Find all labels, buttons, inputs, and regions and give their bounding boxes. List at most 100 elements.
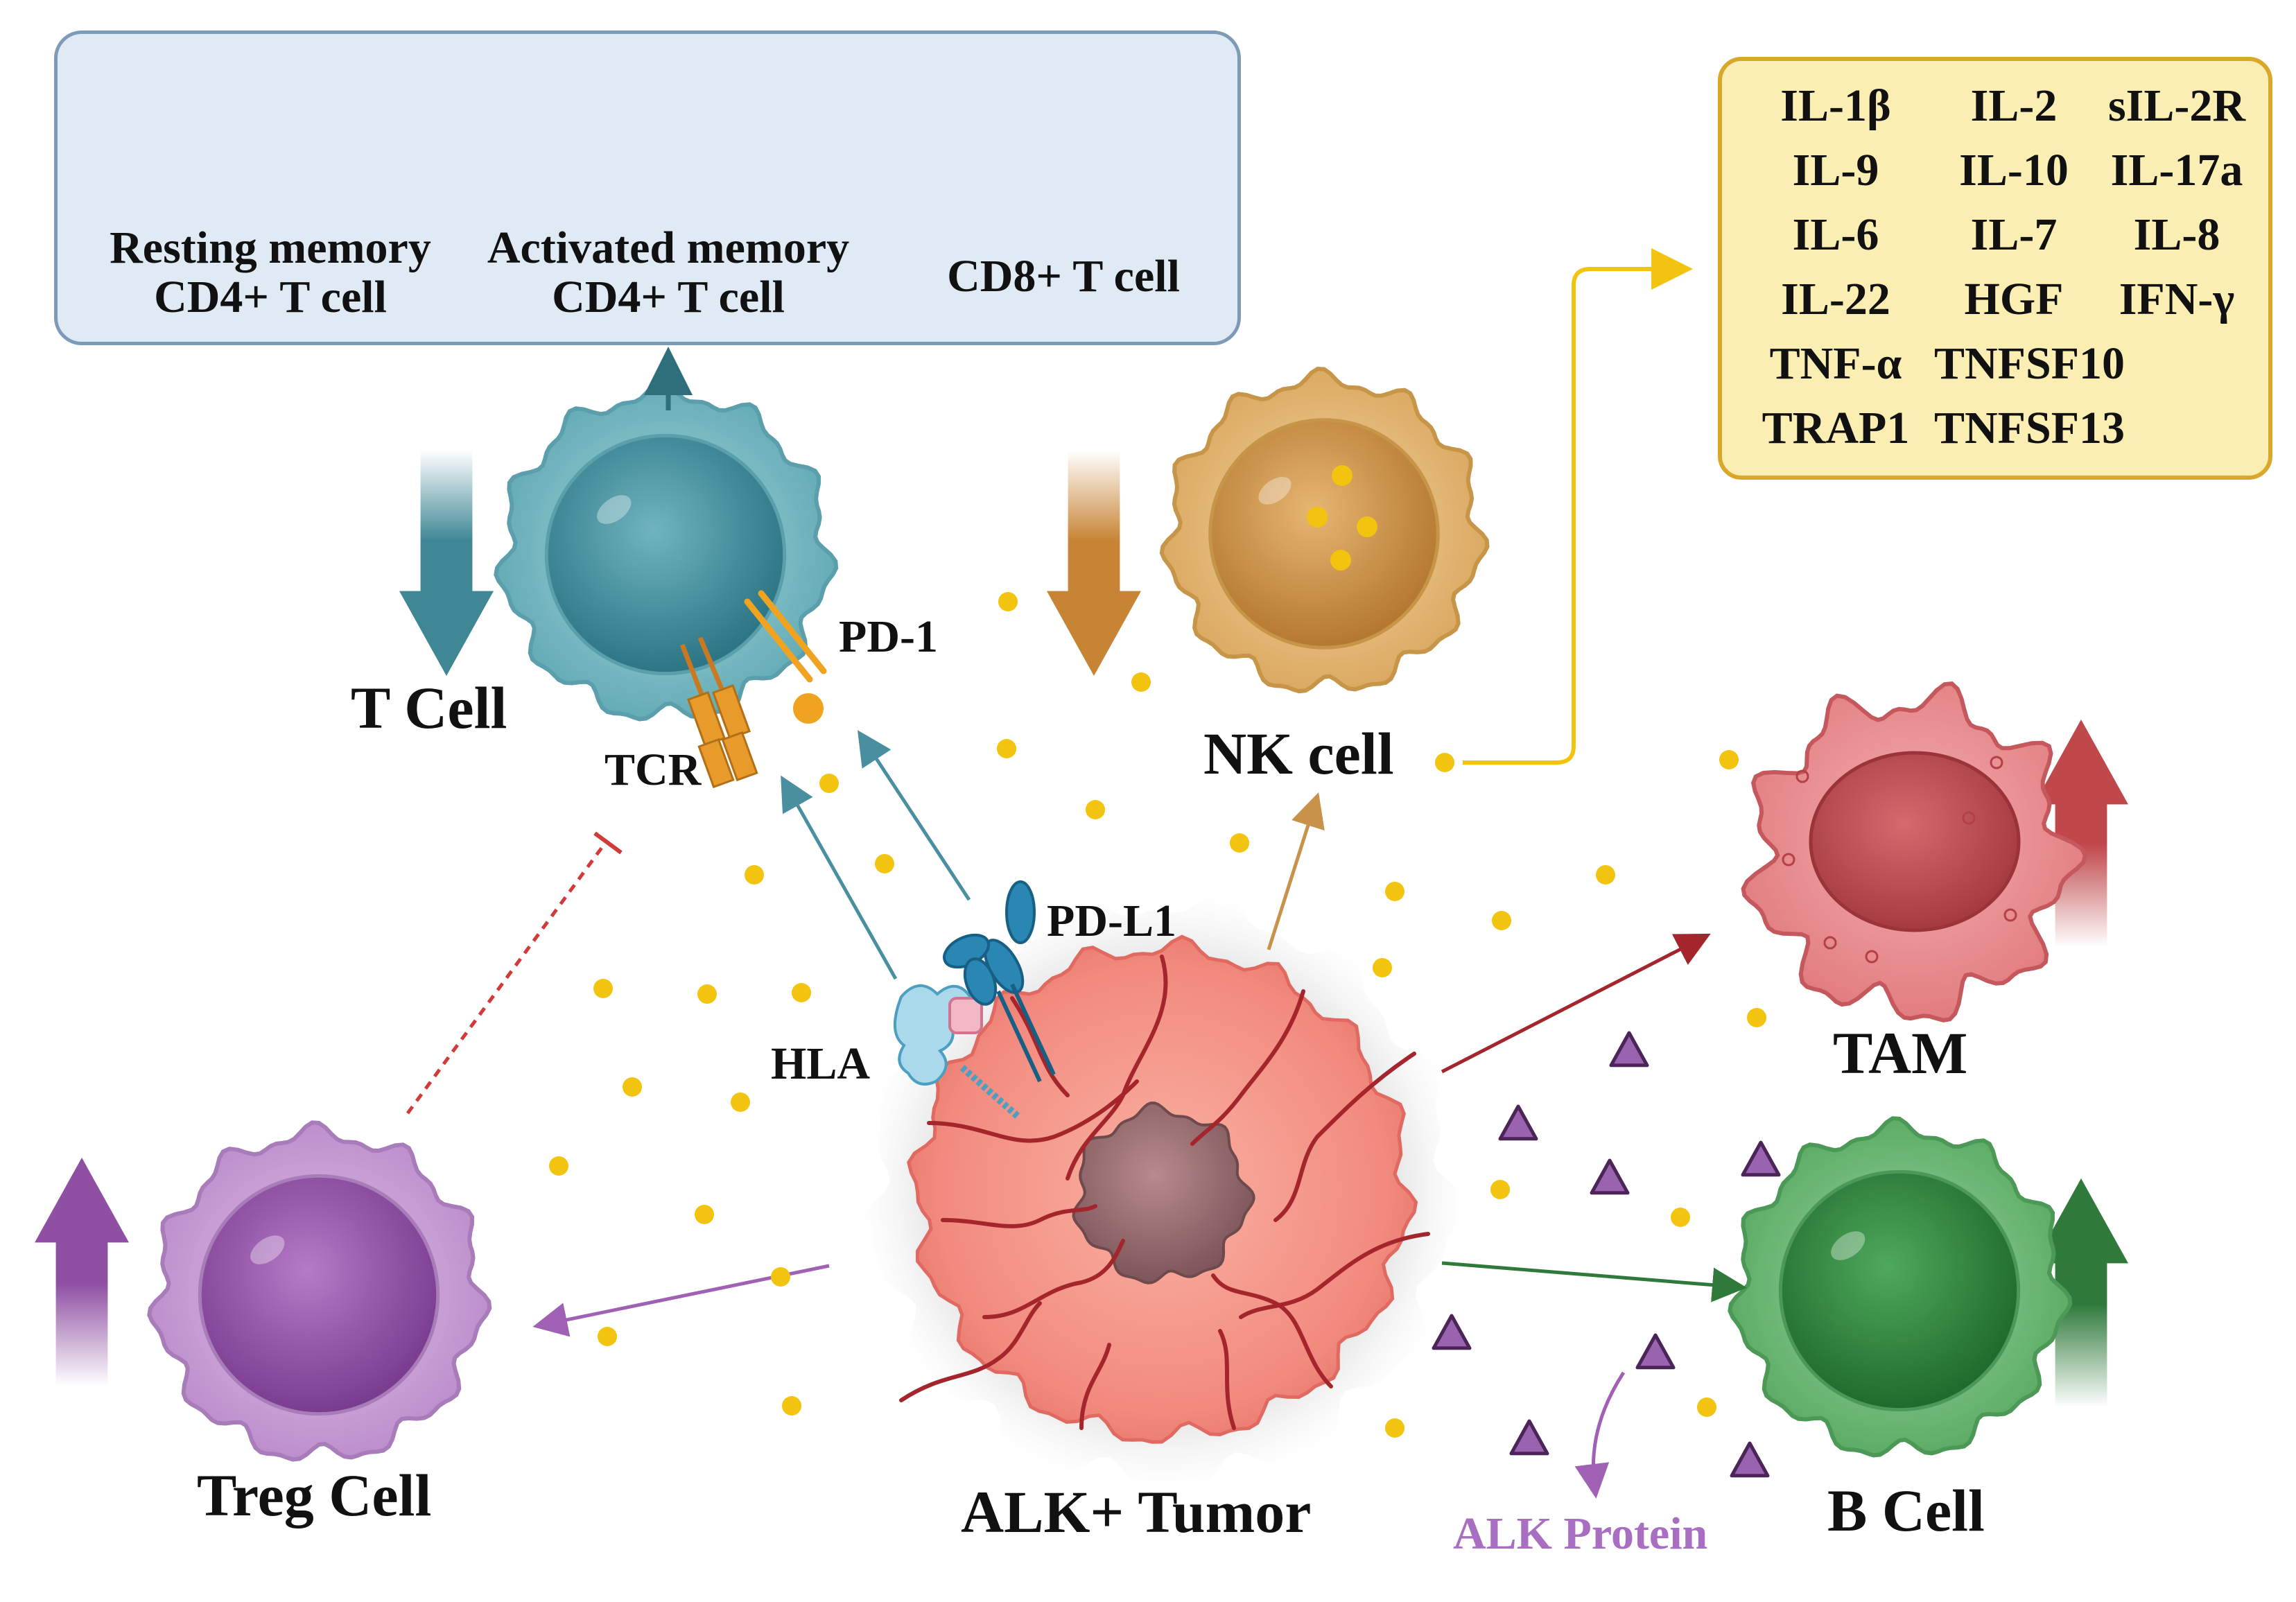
alk-protein-triangle — [1609, 1031, 1649, 1068]
treg-cell-highlight — [250, 1235, 285, 1264]
pdl1-to-pd1-arrow — [858, 730, 971, 901]
resting-memory-cd4-label: Resting memory CD4+ T cell — [110, 223, 431, 322]
activated-memory-line2: CD4+ T cell — [552, 272, 785, 323]
treg-inhibition-line — [406, 839, 609, 1115]
cytokine-dot — [745, 865, 764, 885]
alk-protein-triangle — [1635, 1333, 1676, 1370]
nk-granule — [1307, 507, 1328, 528]
tam-vesicle — [1990, 756, 2003, 769]
resting-memory-line2: CD4+ T cell — [154, 272, 387, 323]
tumor-blood-vessel — [941, 1204, 1097, 1228]
cytokine-dot — [593, 979, 613, 998]
tumor-blood-vessel — [899, 1301, 1042, 1402]
hla-label: HLA — [771, 1038, 871, 1089]
alk-protein-triangle — [1432, 1314, 1472, 1350]
nk-granule — [1330, 550, 1351, 571]
b-cell — [1728, 1116, 2073, 1458]
nk-granule — [1332, 465, 1353, 486]
tumor-blood-vessel — [1211, 1273, 1333, 1388]
cytokine-item: TNFSF10 — [1934, 338, 2125, 389]
tumor-nucleus — [1072, 1102, 1255, 1285]
nk-granule — [1357, 516, 1377, 537]
cytokine-dot — [875, 854, 894, 873]
tumor-blood-vessel — [927, 1079, 1139, 1143]
cytokine-dot — [792, 983, 811, 1002]
alk-protein-triangle — [1509, 1419, 1549, 1456]
activated-memory-cd4-label: Activated memory CD4+ T cell — [487, 223, 849, 322]
cytokine-dot — [782, 1396, 801, 1416]
alk-tumor-cell — [860, 891, 1467, 1490]
treg-cell-label: Treg Cell — [197, 1462, 432, 1529]
tumor-blood-vessel — [1010, 996, 1070, 1097]
cytokine-dot — [1086, 800, 1105, 819]
cytokine-item: sIL-2R — [2107, 80, 2246, 131]
hla-receptor — [893, 984, 1022, 1120]
cytokine-item: TNF-α — [1769, 338, 1902, 389]
cytokine-dot — [549, 1156, 568, 1176]
pd1-head — [793, 693, 824, 724]
cytokine-item: IL-1β — [1780, 80, 1891, 131]
cytokine-item: IL-10 — [1959, 144, 2069, 195]
tam-cell — [1741, 681, 2088, 1022]
tumor-blood-vessel — [1239, 1232, 1430, 1319]
hla-peptide — [948, 997, 983, 1034]
tam-vesicle — [1962, 811, 1976, 825]
nk-cell-nucleus — [1208, 418, 1440, 650]
t-cell-label: T Cell — [351, 674, 507, 741]
cytokine-dot — [697, 984, 717, 1004]
cytokine-dot — [1671, 1208, 1690, 1227]
cd8-t-cell-label: CD8+ T cell — [947, 251, 1180, 302]
tam-vesicle — [2003, 908, 2017, 922]
alk-protein-label: ALK Protein — [1453, 1508, 1708, 1559]
cytokine-dot — [1719, 750, 1739, 769]
tam-vesicle — [1782, 853, 1795, 867]
treg-inhibition-bar — [593, 831, 623, 855]
tam-vesicle — [1823, 936, 1837, 950]
cytokine-dot — [1373, 958, 1392, 977]
tam-vesicle — [1795, 769, 1809, 783]
alk-protein-triangle — [1590, 1158, 1630, 1195]
pd-l1-receptor — [943, 880, 1056, 1083]
tumor-to-b-cell-arrow — [1441, 1261, 1747, 1303]
tumor-blood-vessel — [1218, 1329, 1236, 1430]
cytokine-dot — [623, 1077, 642, 1097]
tumor-to-tam-arrow — [1441, 933, 1711, 1074]
alk-protein-arrow — [1574, 1371, 1626, 1499]
tam-nucleus — [1809, 751, 2021, 932]
cytokine-dot — [819, 774, 839, 793]
treg-cell — [147, 1120, 492, 1462]
alk-tumor-label: ALK+ Tumor — [961, 1479, 1312, 1545]
pdl1-domain — [963, 957, 998, 1006]
resting-memory-line1: Resting memory — [110, 223, 431, 273]
tcr-label: TCR — [605, 745, 702, 795]
tcell-subset-panel — [54, 31, 1241, 345]
alk-protein-triangle — [1741, 1140, 1781, 1177]
cytokine-item: TRAP1 — [1762, 402, 1910, 453]
b-cell-highlight — [1831, 1231, 1866, 1260]
tumor-blood-vessel — [982, 1239, 1125, 1319]
hla-stalk — [959, 1065, 1022, 1120]
t-cell — [494, 380, 839, 722]
cytokine-dot — [997, 739, 1016, 758]
nk-cell — [1159, 367, 1490, 694]
treg-up-arrow — [35, 1158, 129, 1386]
nk-cell-highlight — [1258, 476, 1292, 505]
hla-to-tcr-arrow — [781, 775, 898, 980]
cytokine-item: TNFSF13 — [1934, 402, 2125, 453]
cytokine-dot — [598, 1327, 617, 1346]
cytokine-dot — [771, 1267, 790, 1287]
cytokine-dot — [1435, 753, 1454, 772]
cytokine-item: IL-7 — [1970, 209, 2058, 260]
tam-vesicle — [1865, 950, 1879, 964]
alk-protein-triangle — [1498, 1104, 1538, 1141]
activated-memory-line1: Activated memory — [487, 223, 850, 273]
cytokine-dot — [1596, 865, 1615, 885]
cytokine-dot — [1697, 1398, 1716, 1417]
cytokine-dot — [1385, 1418, 1404, 1438]
tumor-blood-vessel — [1273, 1052, 1416, 1222]
tcr-chain — [697, 738, 735, 789]
